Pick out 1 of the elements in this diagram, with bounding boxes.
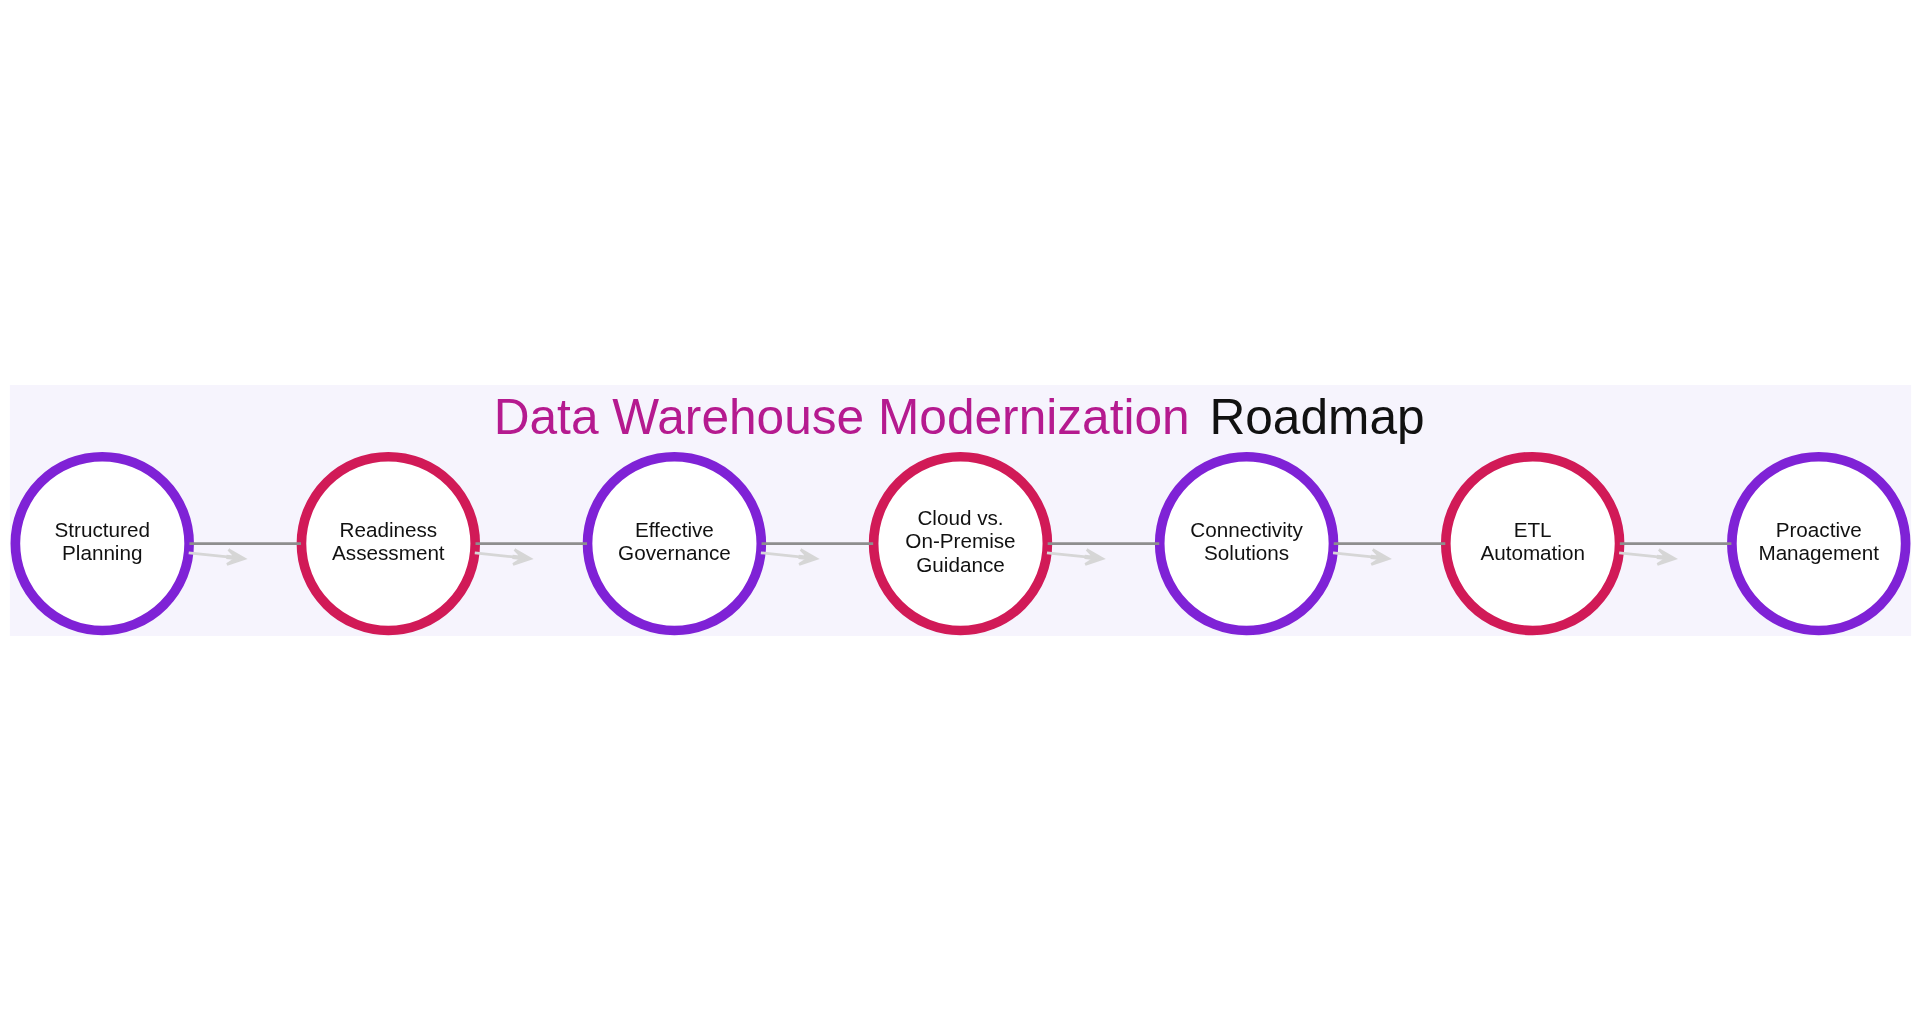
diagram-title: Data Warehouse Modernization Roadmap xyxy=(493,388,1425,445)
